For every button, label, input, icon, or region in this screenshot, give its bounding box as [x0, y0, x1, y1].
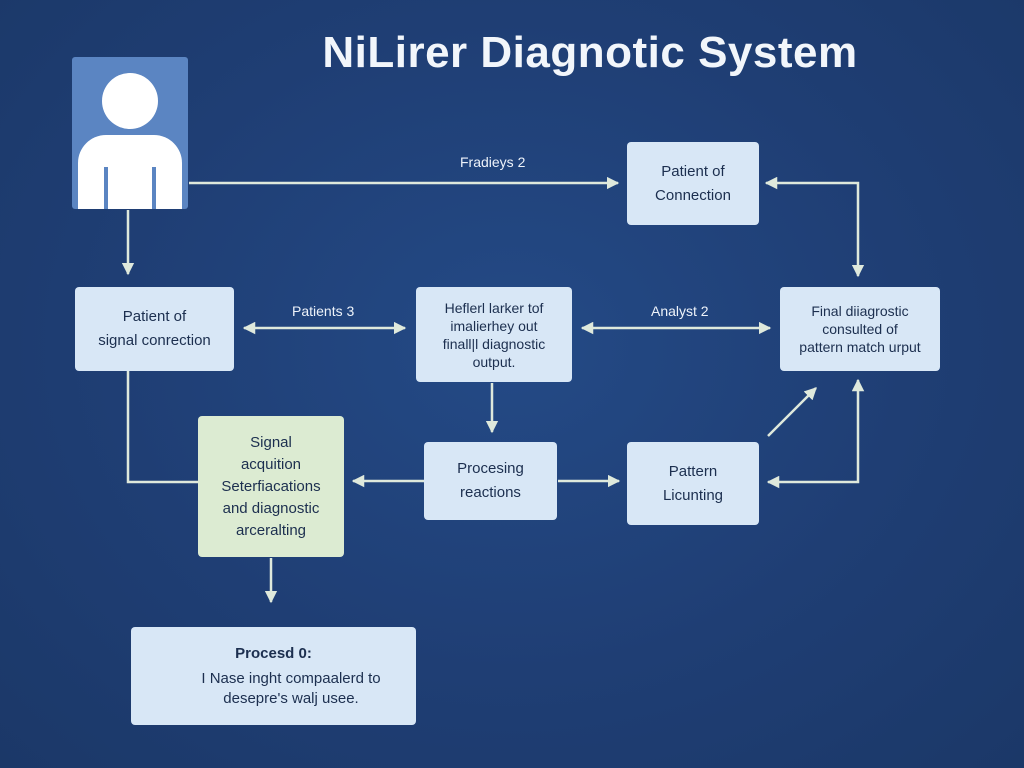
connector-pattern-to-final — [766, 378, 865, 489]
connector-diagonal — [767, 387, 817, 437]
user-icon — [72, 57, 188, 209]
edge-label-patients: Patients 3 — [292, 303, 355, 319]
node-processing: Procesing reactions — [424, 442, 557, 520]
user-icon-arm-gap-left — [104, 167, 108, 209]
diagram-title: NiLirer Diagnotic System — [322, 28, 858, 77]
user-icon-arm-gap-right — [152, 167, 156, 209]
edge-label-analyst: Analyst 2 — [651, 303, 709, 319]
process-box: Procesd 0: I Nase inght compaalerd to de… — [131, 627, 416, 725]
process-box-title: Procesd 0: — [235, 645, 312, 662]
node-patient-connection: Patient of Connection — [627, 142, 759, 225]
connector-connection-final-loop — [764, 176, 865, 278]
node-signal-acquisition: Signal acquition Seterfiacations and dia… — [198, 416, 344, 557]
user-icon-head — [102, 73, 158, 129]
node-final-diagnostic: Final diiagrostic consulted of pattern m… — [780, 287, 940, 371]
connector-signal-to-acquisition — [126, 371, 200, 484]
node-patient-signal: Patient of signal conrection — [75, 287, 234, 371]
node-heflerl-marker: Heflerl larker tof imalierhey out finall… — [416, 287, 572, 382]
process-box-text: I Nase inght compaalerd to desepre's wal… — [201, 670, 381, 707]
node-pattern: Pattern Licunting — [627, 442, 759, 525]
user-icon-body — [78, 135, 182, 209]
edge-label-fradieys: Fradieys 2 — [460, 154, 526, 170]
